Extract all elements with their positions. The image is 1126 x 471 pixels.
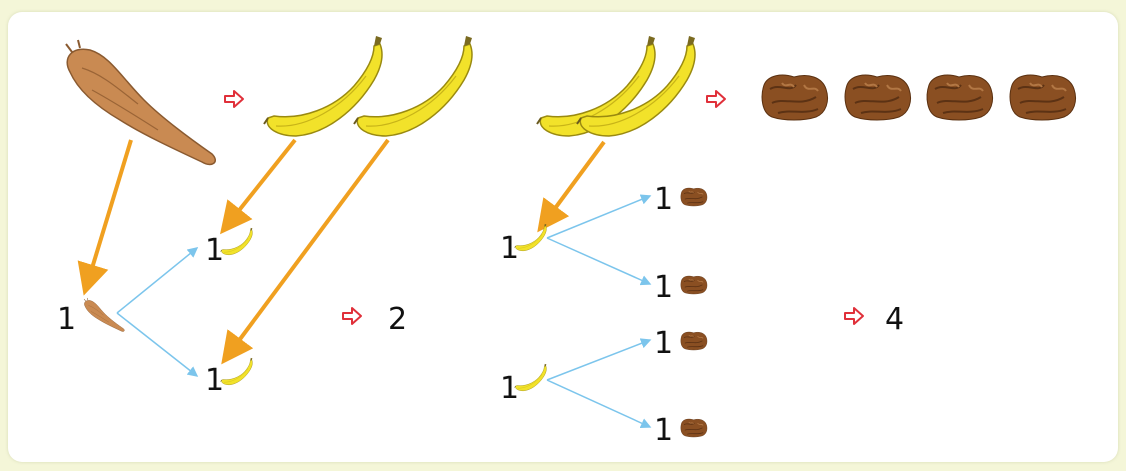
brown-ball-icon [1009,74,1077,121]
blue-arrow [546,237,652,286]
orange-arrow [537,140,606,233]
brown-ball-icon [761,74,829,121]
small-banana-icon [220,227,253,256]
result-number: 4 [885,302,904,337]
small-ball-icon [680,275,708,295]
blue-arrow [546,338,652,381]
orange-arrow [77,139,133,296]
small-banana-icon [514,363,547,392]
blue-arrow [116,247,199,314]
result-number: 2 [388,302,407,337]
orange-arrow [220,138,297,235]
small-banana-icon [220,357,253,386]
count-label: 1 [500,231,519,266]
small-ball-icon [680,187,708,207]
small-ball-icon [680,331,708,351]
red-arrow-icon [342,307,362,325]
count-label: 1 [205,363,224,398]
count-label: 1 [654,182,673,217]
orange-arrow [221,138,390,365]
small-banana-icon [514,223,547,252]
blue-arrow [116,312,199,377]
red-arrow-icon [706,90,726,108]
count-label: 1 [654,413,673,448]
count-label: 1 [654,270,673,305]
blue-arrow [546,379,652,429]
small-ball-icon [680,418,708,438]
count-label: 1 [205,233,224,268]
red-arrow-icon [844,307,864,325]
count-label: 1 [500,371,519,406]
banana-icon [353,35,473,137]
brown-ball-icon [844,74,912,121]
cassava-root-icon [65,39,217,166]
red-arrow-icon [224,90,244,108]
count-label: 1 [654,326,673,361]
blue-arrow [546,194,652,239]
count-label: 1 [57,302,76,337]
brown-ball-icon [926,74,994,121]
